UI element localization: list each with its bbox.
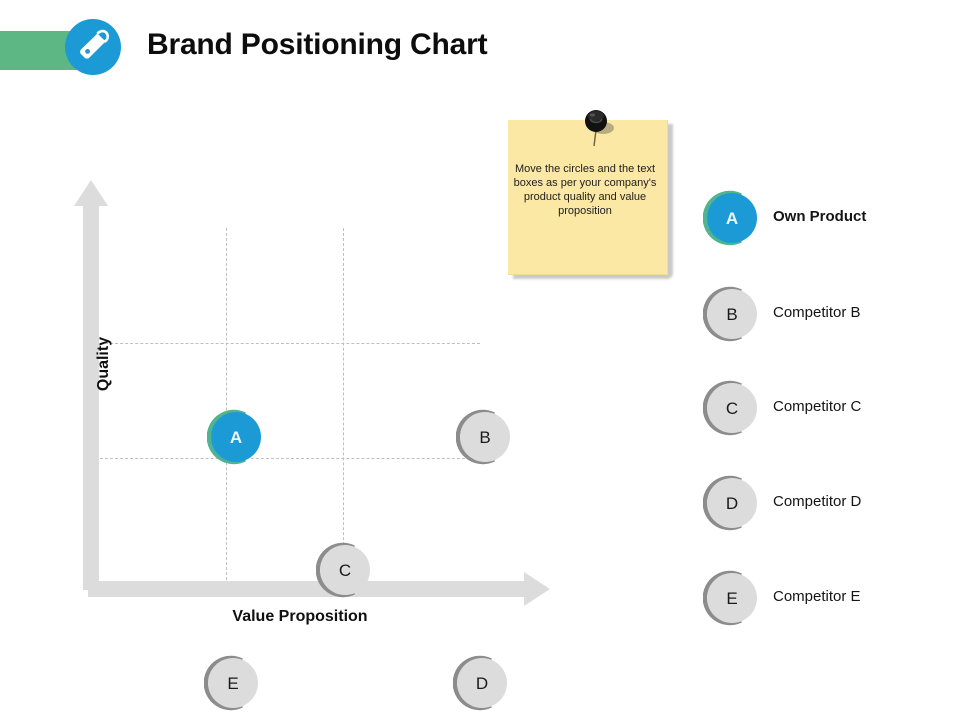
bubble-face: E — [707, 573, 757, 623]
legend-label-c: Competitor C — [773, 398, 862, 415]
x-axis-arrow — [88, 572, 550, 606]
chart-bubble-e[interactable]: E — [204, 655, 260, 711]
bubble-face: C — [320, 545, 370, 595]
chart-bubble-c[interactable]: C — [316, 542, 372, 598]
instruction-sticky-note: Move the circles and the text boxes as p… — [505, 110, 680, 284]
bubble-face: B — [460, 412, 510, 462]
positioning-chart: Quality Value Proposition A B C D E — [60, 170, 550, 711]
legend-item-d[interactable]: D Competitor D — [703, 475, 953, 531]
price-tag-glyph — [80, 29, 109, 59]
bubble-label: C — [338, 560, 352, 580]
bubble-label: E — [227, 673, 239, 693]
bubble-label: A — [725, 208, 739, 228]
bubble-face: C — [707, 383, 757, 433]
y-axis-label: Quality — [95, 336, 112, 392]
bubble-face: B — [707, 289, 757, 339]
x-axis-label: Value Proposition — [232, 608, 368, 625]
legend-item-e[interactable]: E Competitor E — [703, 570, 953, 626]
grid-line-vertical-2 — [343, 228, 344, 580]
page-title: Brand Positioning Chart — [147, 28, 488, 61]
bubble-label: D — [725, 493, 739, 513]
legend-item-c[interactable]: C Competitor C — [703, 380, 953, 436]
bubble-face: D — [457, 658, 507, 708]
bubble-label: D — [475, 673, 489, 693]
bubble-label: A — [229, 427, 243, 447]
legend-item-a[interactable]: A Own Product — [703, 190, 953, 246]
bubble-label: C — [725, 398, 739, 418]
bubble-face: D — [707, 478, 757, 528]
pushpin-icon — [585, 110, 614, 147]
chart-bubble-d[interactable]: D — [453, 655, 509, 711]
bubble-face: A — [211, 412, 261, 462]
legend-bubble-e[interactable]: E — [703, 570, 759, 626]
price-tag-icon — [67, 21, 119, 73]
bubble-label: B — [726, 304, 738, 324]
bubble-face: A — [707, 193, 757, 243]
bubble-label: E — [726, 588, 738, 608]
legend-label-e: Competitor E — [773, 588, 861, 605]
bubble-face: E — [208, 658, 258, 708]
grid-line-horizontal-2 — [100, 458, 480, 459]
legend-item-b[interactable]: B Competitor B — [703, 286, 953, 342]
sticky-note-paper — [508, 120, 668, 275]
y-axis-arrow — [74, 180, 108, 590]
grid-line-horizontal-1 — [100, 343, 480, 344]
legend-bubble-c[interactable]: C — [703, 380, 759, 436]
chart-bubble-b[interactable]: B — [456, 409, 512, 465]
legend-bubble-a[interactable]: A — [703, 190, 759, 246]
bubble-label: B — [479, 427, 491, 447]
legend-label-a: Own Product — [773, 208, 867, 225]
legend-bubble-d[interactable]: D — [703, 475, 759, 531]
legend-label-d: Competitor D — [773, 493, 862, 510]
legend-label-b: Competitor B — [773, 304, 861, 321]
grid-line-vertical-1 — [226, 228, 227, 580]
sticky-note-text: Move the circles and the text boxes as p… — [513, 163, 657, 217]
legend-bubble-b[interactable]: B — [703, 286, 759, 342]
chart-bubble-a[interactable]: A — [207, 409, 263, 465]
